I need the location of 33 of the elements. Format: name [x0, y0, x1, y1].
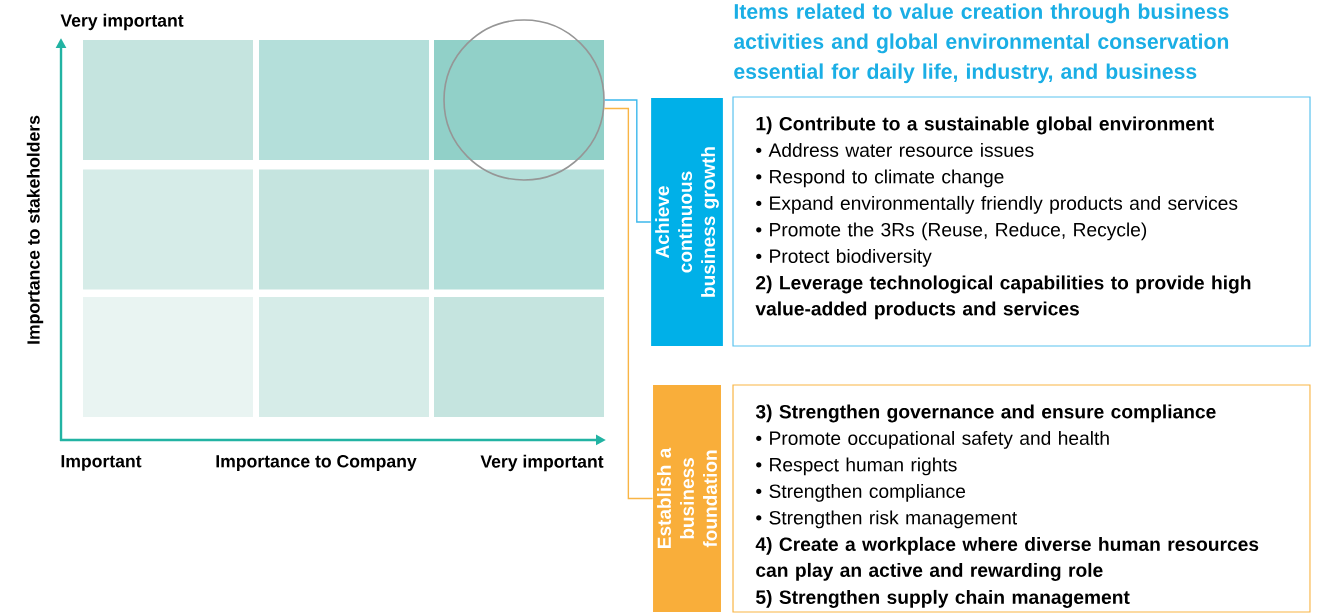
matrix-cell [83, 169, 253, 290]
item-list-box [732, 96, 1311, 347]
list-item: • Promote occupational safety and health [756, 430, 1109, 449]
highlight-circle [443, 19, 605, 181]
matrix-cell [259, 297, 429, 417]
list-item: • Protect biodiversity [756, 248, 932, 267]
list-item: 4) Create a workplace where diverse human resources can play an active and rewarding role [755, 536, 1259, 581]
matrix-cell [259, 169, 429, 290]
list-item: • Strengthen compliance [756, 483, 966, 502]
axis-label: Very important [480, 454, 604, 472]
list-item: • Respond to climate change [756, 169, 1004, 188]
axis-label: Important [61, 455, 142, 471]
matrix-cell [434, 297, 604, 417]
matrix-cell [259, 40, 429, 160]
connector-line [603, 107, 654, 500]
matrix-cell [434, 169, 604, 290]
list-item: 5) Strengthen supply chain management [756, 589, 1130, 608]
item-list-box [732, 384, 1311, 613]
list-item: • Promote the 3Rs (Reuse, Reduce, Recycle) [756, 222, 1147, 241]
category-band: Achieve continuous business growth [651, 98, 723, 346]
list-item: • Respect human rights [756, 457, 957, 476]
axis-label: Importance to stakeholders [26, 115, 44, 344]
list-item: 1) Contribute to a sustainable global environment [756, 116, 1214, 135]
list-item: 2) Leverage technological capabilities to provide high value-added products and services [755, 275, 1251, 320]
list-item: • Expand environmentally friendly products and services [756, 195, 1238, 214]
list-item: 3) Strengthen governance and ensure compliance [755, 404, 1216, 423]
list-item: • Address water resource issues [756, 142, 1034, 157]
title: Items related to value creation through business activities and global environmental conservation essential for daily life, industry, and business [734, 3, 1229, 84]
category-band: Establish a business foundation [653, 385, 721, 612]
list-item: • Strengthen risk management [756, 510, 1017, 529]
matrix-cell [83, 40, 253, 160]
connector-line [604, 99, 652, 223]
axis-label: Importance to Company [216, 455, 417, 471]
